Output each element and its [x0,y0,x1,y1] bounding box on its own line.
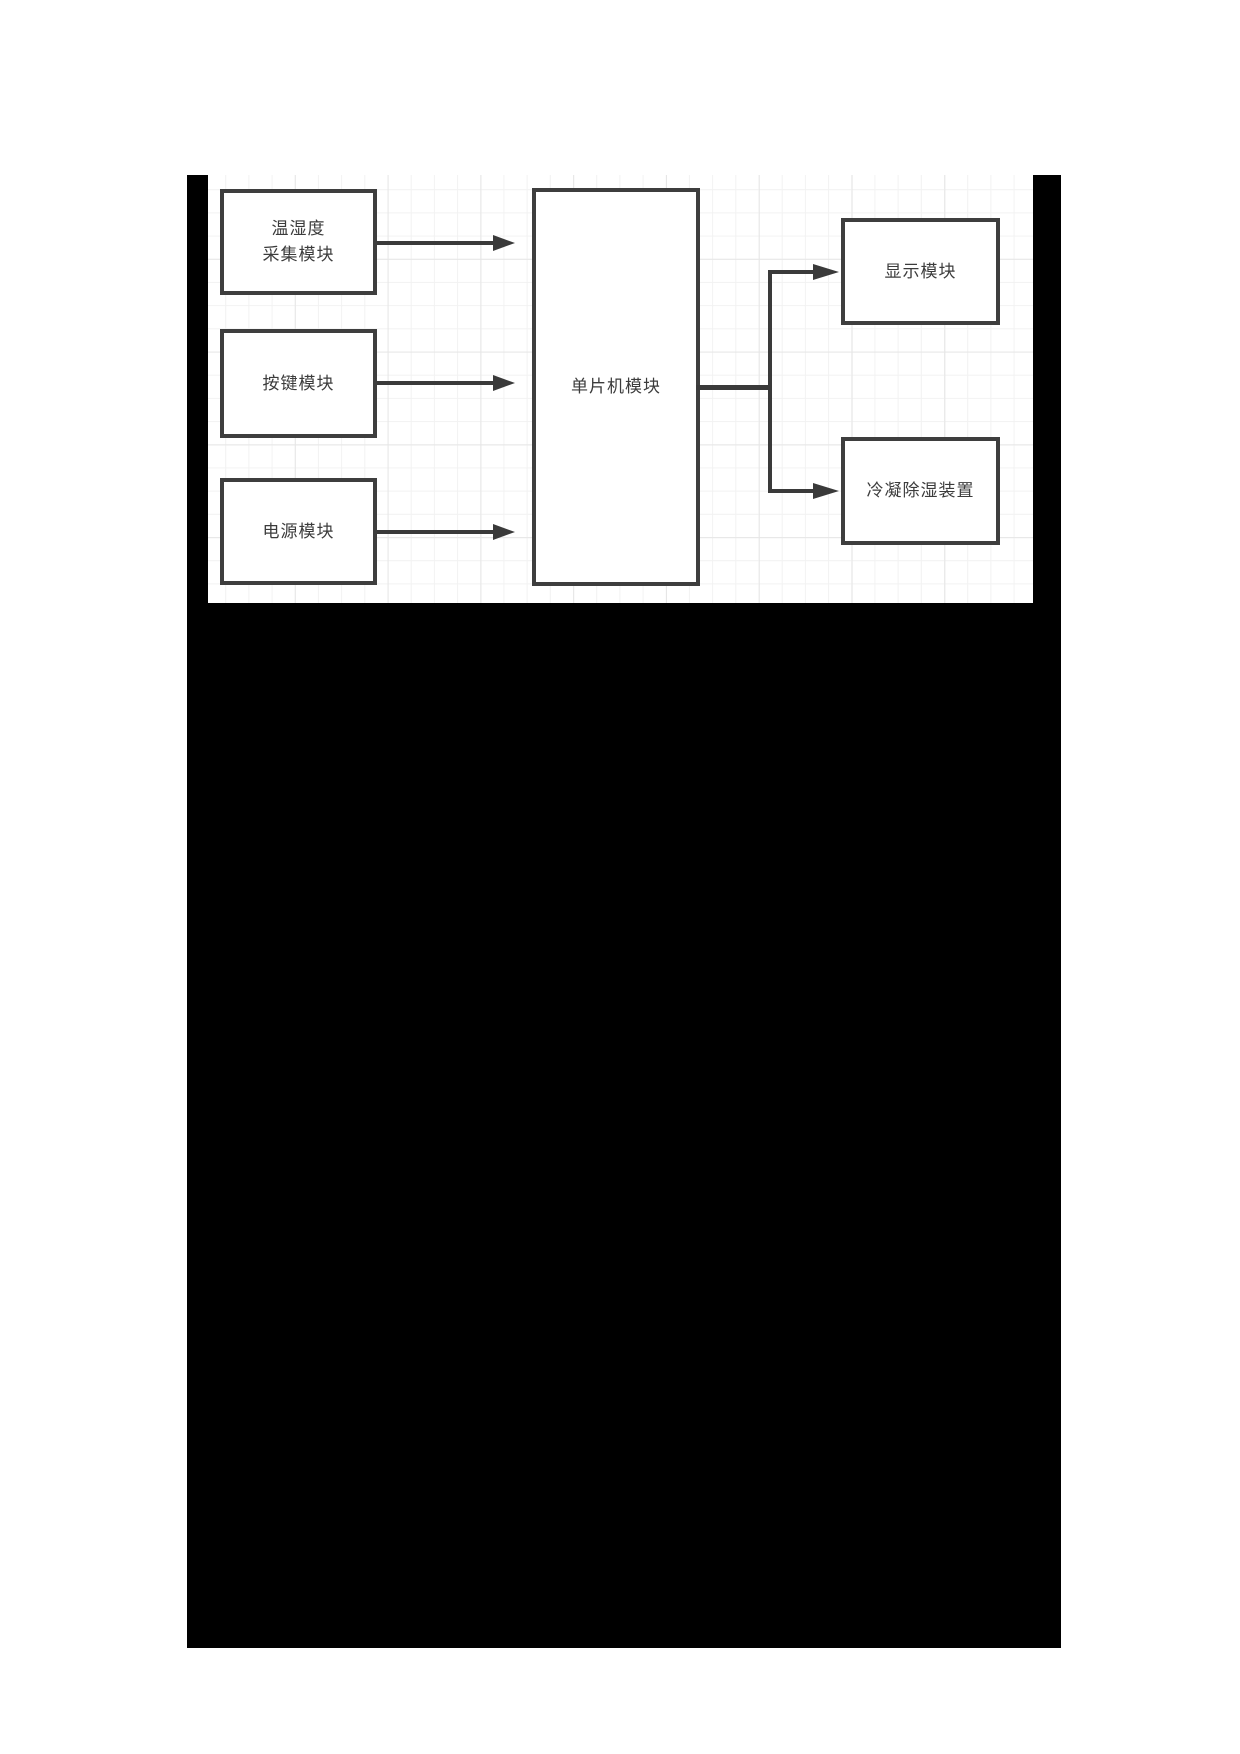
node-mcu-module: 单片机模块 [532,188,700,586]
arrow-mcu-to-display-head [813,264,839,280]
node-power-module: 电源模块 [220,478,377,585]
node-condensation-dehumidifier: 冷凝除湿装置 [841,437,1000,545]
node-temp-humidity-collect-module: 温湿度 采集模块 [220,189,377,295]
arrow-sensor-to-mcu-line [377,241,493,245]
node-keypad-module: 按键模块 [220,329,377,438]
node-display-module: 显示模块 [841,218,1000,325]
node-label: 冷凝除湿装置 [866,481,975,500]
node-label: 单片机模块 [571,377,661,396]
arrow-mcu-to-dehumidifier-line [770,489,813,493]
node-label-line2: 采集模块 [262,245,335,264]
node-label-line1: 温湿度 [271,219,326,238]
arrow-mcu-to-dehumidifier-head [813,483,839,499]
arrow-keypad-to-mcu-line [377,381,493,385]
arrow-keypad-to-mcu-head [493,375,515,391]
mcu-output-branch-vertical-line [768,270,772,493]
arrow-sensor-to-mcu-head [493,235,515,251]
mcu-output-stem-line [696,385,772,390]
block-diagram-canvas: 温湿度 采集模块 按键模块 电源模块 单片机模块 显示模块 冷凝除湿装置 [208,175,1033,603]
node-label: 按键模块 [262,373,335,393]
node-label: 电源模块 [262,521,335,541]
node-label: 显示模块 [884,261,957,281]
arrow-mcu-to-display-line [770,270,813,274]
node-label: 温湿度 采集模块 [263,216,335,268]
arrow-power-to-mcu-line [377,530,493,534]
arrow-power-to-mcu-head [493,524,515,540]
